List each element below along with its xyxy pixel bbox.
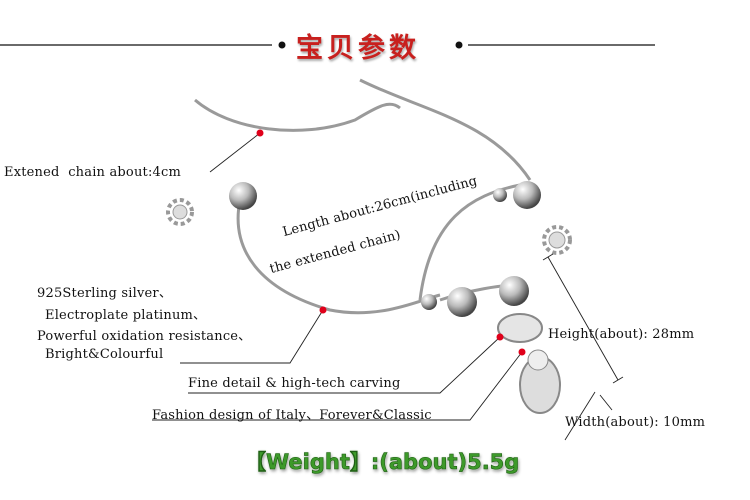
extended-chain-label: Extened chain about:4cm — [4, 165, 182, 180]
bead — [447, 287, 477, 317]
bead — [229, 182, 257, 210]
bead — [499, 276, 529, 306]
width-label: Width(about): 10mm — [565, 415, 706, 430]
fashion-label: Fashion design of Italy、Forever&Classic — [152, 408, 432, 423]
page-title: 宝贝参数 — [296, 33, 420, 64]
weight-label: 【Weight】:(about)5.5g — [245, 450, 520, 475]
height-label: Height(about): 28mm — [548, 327, 695, 342]
header-dot-left — [278, 41, 286, 49]
bead — [421, 294, 437, 310]
material-line: 925Sterling silver、 — [37, 286, 173, 301]
material-line: Bright&Colourful — [45, 347, 164, 362]
fine-detail-label: Fine detail & high-tech carving — [188, 376, 401, 391]
sun-charm-icon — [166, 198, 194, 226]
bead — [513, 181, 541, 209]
leader-lines — [152, 132, 624, 441]
bear-charm-icon — [497, 313, 561, 414]
material-line: Electroplate platinum、 — [45, 308, 207, 323]
material-line: Powerful oxidation resistance、 — [37, 329, 252, 344]
bead — [493, 188, 507, 202]
header-dot-right — [455, 41, 463, 49]
sun-charm-icon — [542, 225, 572, 255]
marker-dots — [256, 129, 526, 356]
